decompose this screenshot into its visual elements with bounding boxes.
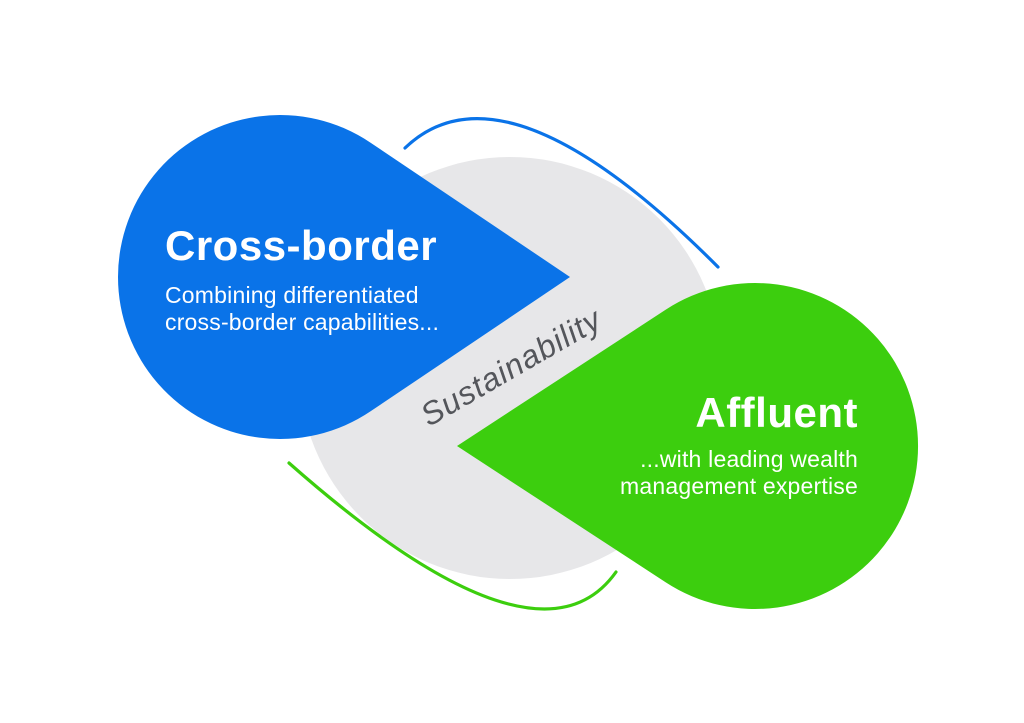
cross-border-subtitle-line2: cross-border capabilities... <box>165 309 440 335</box>
cross-border-arc <box>403 117 720 269</box>
cross-border-text-block: Cross-border Combining differentiated cr… <box>165 224 439 336</box>
cross-border-shape <box>118 115 571 439</box>
affluent-shape <box>457 283 919 609</box>
affluent-subtitle-line2: management expertise <box>620 473 858 499</box>
affluent-arc <box>287 461 618 611</box>
affluent-title: Affluent <box>695 389 858 436</box>
affluent-subtitle-line1: ...with leading wealth <box>640 446 858 472</box>
cross-border-title: Cross-border <box>165 222 438 269</box>
cross-border-subtitle-line1: Combining differentiated <box>165 282 419 308</box>
affluent-text-block: Affluent ...with leading wealth manageme… <box>620 391 858 500</box>
